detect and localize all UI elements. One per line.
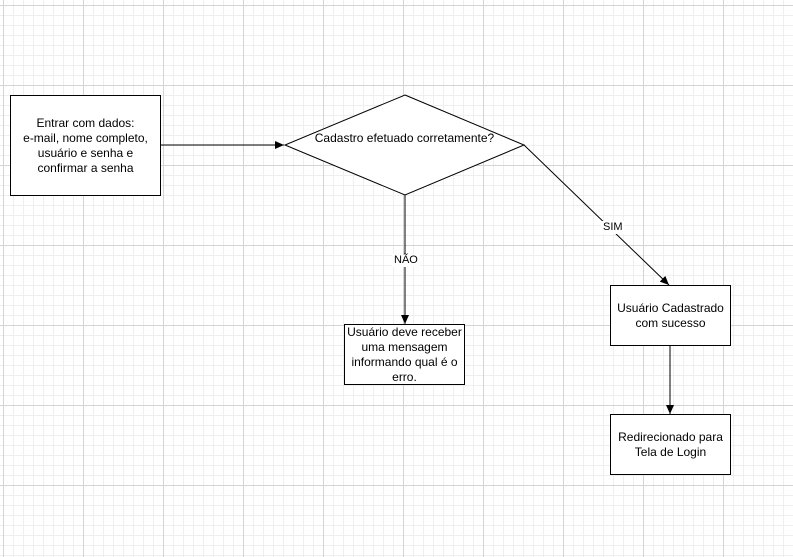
input-data-text: Entrar com dados: e-mail, nome completo,… bbox=[23, 115, 148, 175]
yes-edge-label: SIM bbox=[601, 221, 625, 234]
edge-decision-to-success bbox=[523, 144, 670, 286]
success-text: Usuário Cadastrado com sucesso bbox=[617, 300, 724, 330]
error-message-text: Usuário deve receber uma mensagem inform… bbox=[347, 324, 462, 384]
redirect-box[interactable]: Redirecionado para Tela de Login bbox=[610, 414, 731, 475]
input-data-box[interactable]: Entrar com dados: e-mail, nome completo,… bbox=[10, 95, 161, 196]
no-edge-label: NÃO bbox=[392, 254, 420, 267]
redirect-text: Redirecionado para Tela de Login bbox=[618, 429, 723, 459]
decision-text: Cadastro efetuado corretamente? bbox=[314, 131, 495, 145]
error-message-box[interactable]: Usuário deve receber uma mensagem inform… bbox=[344, 324, 465, 385]
success-box[interactable]: Usuário Cadastrado com sucesso bbox=[610, 285, 731, 346]
